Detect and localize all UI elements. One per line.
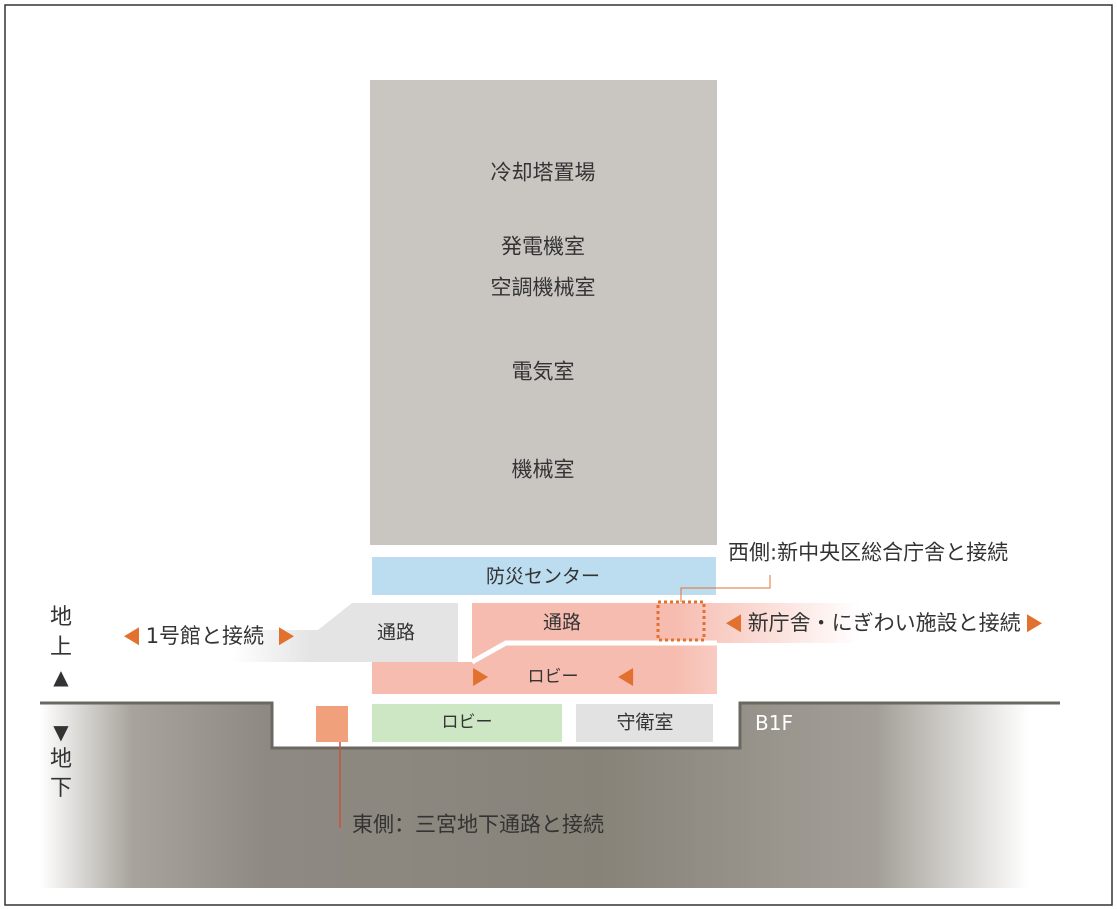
- triangle-right-icon: [473, 668, 489, 686]
- level-below-char-2: 下: [49, 776, 73, 801]
- label-corridor-main: 通路: [542, 611, 582, 634]
- ground-line: [40, 701, 1060, 750]
- level-above-char-1: 地: [49, 605, 73, 630]
- label-disaster-center: 防災センター: [485, 565, 601, 588]
- west-connection-note: 西側:新中央区総合庁舎と接続: [728, 540, 1009, 565]
- label-new-hall-connection: 新庁舎・にぎわい施設と接続: [747, 610, 1021, 635]
- corridor-left-block: [232, 603, 458, 662]
- level-down-icon: ▼: [53, 720, 69, 744]
- east-connection-note: 東側：三宮地下通路と接続: [352, 812, 604, 837]
- triangle-left-icon: [617, 668, 633, 686]
- diagram-frame: [4, 4, 1113, 906]
- level-below-char-1: 地: [49, 747, 73, 772]
- triangle-right-icon: [278, 627, 294, 646]
- label-electrical-room: 電気室: [511, 359, 575, 384]
- label-machine-room: 機械室: [511, 457, 575, 482]
- west-leader-line: [680, 575, 771, 602]
- lobby-1f-group: ロビー: [473, 668, 633, 686]
- corridor-lobby-divider: [470, 640, 717, 665]
- label-building1-connection: 1号館と接続: [145, 623, 265, 648]
- triangle-left-icon: [726, 614, 741, 633]
- label-generator-room: 発電機室: [501, 234, 585, 259]
- guard-room-block: [576, 704, 713, 742]
- label-cooling-tower: 冷却塔置場: [490, 160, 596, 185]
- equipment-tower: [370, 80, 717, 545]
- label-b1f: B1F: [755, 711, 793, 735]
- triangle-right-icon: [1027, 614, 1043, 633]
- level-above-char-2: 上: [49, 635, 73, 660]
- label-lobby-1f: ロビー: [527, 666, 579, 687]
- lobby-b1-block: [372, 704, 562, 742]
- label-hvac-room: 空調機械室: [490, 275, 596, 300]
- level-up-icon: ▲: [53, 665, 69, 689]
- disaster-center-block: [372, 557, 716, 595]
- east-connection-square: [316, 706, 348, 742]
- new-hall-connection-group: 新庁舎・にぎわい施設と接続: [726, 610, 1043, 635]
- building1-connection-group: 1号館と接続: [124, 625, 294, 647]
- triangle-left-icon: [124, 627, 139, 646]
- label-guard-room: 守衛室: [616, 711, 674, 734]
- label-lobby-b1: ロビー: [441, 712, 493, 733]
- label-corridor-left: 通路: [376, 621, 416, 644]
